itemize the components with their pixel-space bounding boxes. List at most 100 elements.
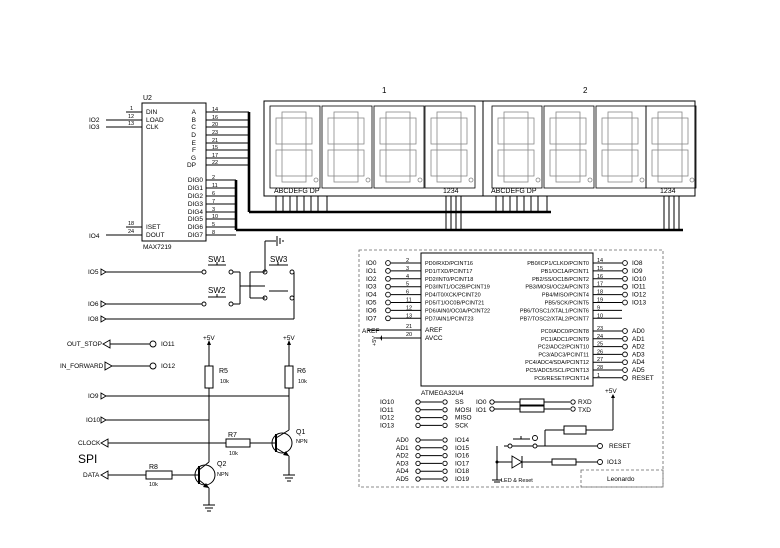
mcu-right-net: IO12 [632,292,646,299]
mcu-adc-net: AD2 [632,344,645,351]
mcu-right-net: IO8 [632,260,643,267]
mcu-adc-net: AD3 [632,351,645,358]
spi-net: IO10 [380,399,394,406]
ground-icon [492,479,502,483]
analog-terminal-right [442,460,448,467]
u2-pin-name: DIN [146,109,158,116]
r8-ref: R8 [149,464,158,471]
mcu-adc-name: PC5/ADC5/SCL/PCINT13 [526,368,589,374]
analog-io: IO14 [455,437,469,444]
analog-ad: AD5 [396,476,409,483]
u2-pin-num: 13 [128,121,134,127]
aref-pin: 21 [406,324,412,330]
mcu-left-pin: 13 [406,313,412,319]
seven-seg-digit [491,105,543,189]
u2-seg-name: E [192,140,197,147]
net-io9: IO9 [88,392,289,400]
mcu-left-terminal [385,283,391,290]
analog-ad: AD3 [396,460,409,467]
aref-name: AREF [425,327,442,334]
avcc-supply: +5V [372,336,378,346]
analog-io: IO16 [455,453,469,460]
seven-seg-digit [321,105,373,189]
switch-net-io6-label: IO6 [88,301,99,308]
display-1-label: 1 [382,86,387,95]
avcc-name: AVCC [425,335,443,342]
ground-icon [203,504,215,512]
ground-icon [264,236,284,272]
in-forward-label: IN_FORWARD [60,363,104,370]
mcu-right-net: IO10 [632,276,646,283]
mcu-part: ATMEGA32U4 [421,390,464,397]
mcu-left-terminal [385,275,391,282]
mcu-adc-terminal [622,359,628,366]
analog-io: IO17 [455,460,469,467]
digit-bus [234,180,683,232]
board-caption: Leonardo [607,476,635,483]
analog-terminal-left [415,452,421,459]
u2-pin-name: CLK [146,124,159,131]
mcu-left-terminal [385,291,391,298]
out-stop-net: IO11 [161,341,175,348]
mcu-adc-name: PC4/ADC4/SDA/PCINT12 [525,360,589,366]
mcu-left-name: PD4/T0/XCK/PCINT20 [425,293,481,299]
analog-ad: AD4 [396,468,409,475]
seven-seg-digit [373,105,425,189]
mcu-left-pin: 4 [406,274,409,280]
mcu-right-pin: 18 [597,290,603,296]
mcu-adc-net: RESET [632,375,654,382]
mcu-left-net: IO1 [366,268,377,275]
u2-ref: U2 [143,95,152,102]
seven-seg-digit [595,105,647,189]
u2-dig-pin: 8 [212,230,215,236]
out-stop-label: OUT_STOP [67,341,102,348]
supply-r6: +5V [283,335,295,366]
q1-type: NPN [296,439,308,445]
q2-type: NPN [217,472,229,478]
mcu-right-net: IO13 [632,300,646,307]
mcu-left-pin: 2 [406,258,409,264]
resistor-r8: R8 10k [145,464,195,488]
board-caption-frame [580,469,664,488]
r8-value: 10k [149,482,158,488]
switch-sw3: SW3 [262,255,295,275]
mcu-adc-net: AD1 [632,336,645,343]
mcu-right-terminal [622,268,628,274]
mcu-left-net: IO2 [366,276,377,283]
seven-seg-digit [645,105,697,189]
serial-rxd-name: RXD [578,399,592,406]
net-clock: CLOCK [78,438,226,448]
mcu-left-name: PD3/INT1/OC2B/PCINT19 [425,285,490,291]
mcu-right-pin: 14 [597,258,603,264]
u2-pin-num: 18 [128,221,134,227]
u2-dig-name: DIG3 [188,201,204,208]
analog-io: IO19 [455,476,469,483]
data-label: DATA [83,472,100,479]
mcu-right-terminal [622,260,628,266]
segment-bus [247,112,551,214]
mcu-adc-pin: 27 [597,357,603,363]
mcu-left-terminal [385,268,391,274]
sw3-label: SW3 [270,255,288,264]
display-1-dig-label: 1234 [443,188,459,195]
sw1-label: SW1 [208,255,226,264]
mcu-adc-name: PC2/ADC2/PCINT10 [538,345,589,351]
spi-name: MOSI [455,407,472,414]
resistor-r7: R7 10k [225,432,272,457]
switch-sw4 [262,290,295,301]
mcu-left-pin: 11 [406,298,412,304]
mcu-left-name: PD2/INT0/PCINT18 [425,277,473,283]
mcu-right-net: IO9 [632,268,643,275]
u2-dig-pin: 11 [212,183,218,189]
mcu-adc-pin: 26 [597,349,603,355]
mcu-aref-avcc: 21 20 AREF AVCC AREF +5V [362,324,443,346]
supply-r5: +5V [203,335,215,366]
net-label-io3: IO3 [89,124,100,131]
mcu-adc-net: AD4 [632,359,645,366]
switch-net-io8: IO8 [88,315,294,323]
display-2-label: 2 [583,86,588,95]
q1-ref: Q1 [296,429,305,436]
